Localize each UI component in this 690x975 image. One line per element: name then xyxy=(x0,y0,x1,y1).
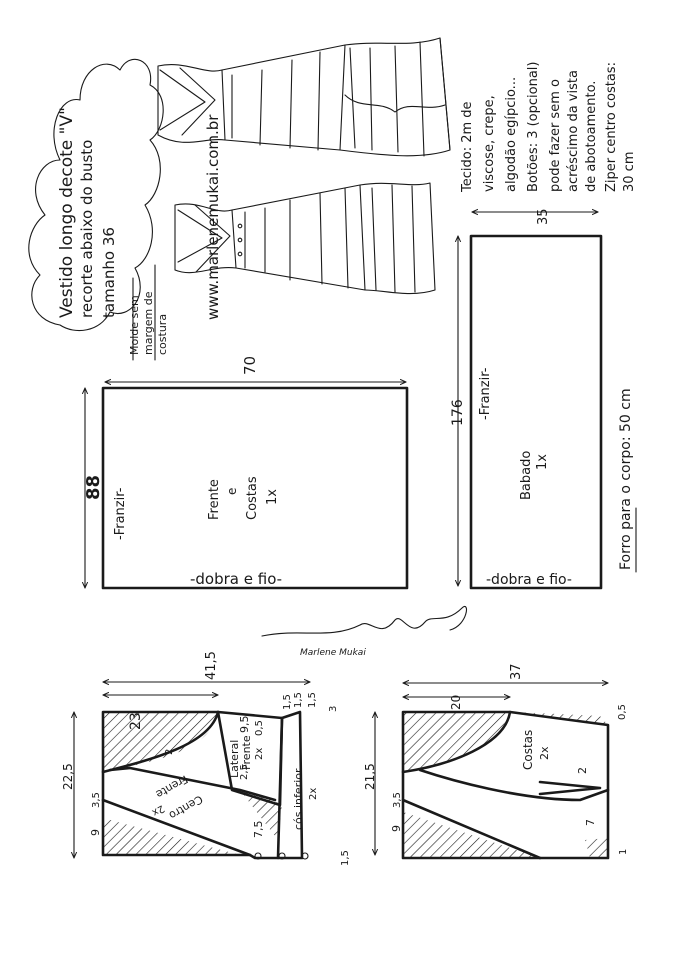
skirt-label-0: Frente xyxy=(207,479,222,520)
seam-note: Molde sem margem de costura xyxy=(128,291,169,355)
fb-dim-10: 2 xyxy=(164,749,175,755)
ruffle-rect xyxy=(469,234,603,590)
bb-dim-4: 3,5 xyxy=(392,792,403,808)
ruffle-label-1: 1x xyxy=(535,454,550,470)
fb-side-0: Lateral xyxy=(228,740,241,778)
materials-line-1: viscose, crepe, xyxy=(482,95,497,192)
bb-label-1: 2x xyxy=(538,746,551,760)
fb-dim-1: 41,5 xyxy=(204,651,219,680)
ruffle-panel: 35 176 -Franzir- Babado 1x -dobra e fio- xyxy=(450,208,603,590)
ruffle-width: 35 xyxy=(536,208,551,225)
bb-dim-3: 21,5 xyxy=(363,763,377,790)
fb-center-2: 2x xyxy=(150,802,166,818)
dress-sketch-back xyxy=(174,182,436,295)
bb-dim-8: 1 xyxy=(618,849,629,855)
seam-note-line1: Molde sem xyxy=(128,295,141,355)
skirt-gather: -Franzir- xyxy=(113,487,128,540)
fb-waist-1: 2x xyxy=(308,788,319,800)
skirt-width: 70 xyxy=(241,356,259,375)
bb-dim-7: 7 xyxy=(584,819,597,826)
lining-note: Forro para o corpo: 50 cm xyxy=(618,388,634,570)
fb-side-2: 2x xyxy=(254,748,265,760)
back-bodice: 20 37 0,5 21,5 3,5 9 2 7 1 Costas 2x xyxy=(363,663,629,860)
seam-note-line2: margem de xyxy=(142,291,155,355)
title-line3: tamanho 36 xyxy=(100,227,118,318)
fb-dim-9: 9 xyxy=(89,829,102,836)
materials-line-8: 30 cm xyxy=(622,152,637,193)
seam-note-bracket xyxy=(132,264,156,361)
ruffle-label-0: Babado xyxy=(519,451,534,500)
materials-line-0: Tecido: 2m de xyxy=(460,101,475,193)
bb-dim-0: 20 xyxy=(449,695,463,710)
materials-line-2: algodão egípcio... xyxy=(504,77,519,192)
bb-dim-2: 0,5 xyxy=(617,704,628,720)
fb-dim-11: 2,5 xyxy=(239,764,250,780)
materials-line-6: de abotoamento. xyxy=(584,81,599,192)
signature: Marlene Mukai xyxy=(261,605,468,658)
materials-line-5: acréscimo da vista xyxy=(566,70,581,192)
bb-label-0: Costas xyxy=(521,730,535,770)
skirt-label-2: Costas xyxy=(245,476,260,520)
skirt-label-1: e xyxy=(225,488,239,495)
ruffle-gather: -Franzir- xyxy=(478,367,493,420)
fb-dim-0: 23 xyxy=(128,712,144,730)
bb-dim-1: 37 xyxy=(509,663,524,680)
website-text: www.marlenemukai.com.br xyxy=(204,114,222,320)
skirt-height: 88 xyxy=(83,475,104,500)
skirt-rect xyxy=(101,386,409,590)
materials-line-3: Botões: 3 (opcional) xyxy=(526,62,541,193)
skirt-fold: -dobra e fio- xyxy=(190,570,282,588)
fb-dim-3: 1,5 xyxy=(282,694,293,710)
fb-dim-5: 1,5 xyxy=(307,692,318,708)
fb-dim-7: 22,5 xyxy=(61,763,75,790)
fb-side-1: Frente xyxy=(240,735,253,770)
title-line1: Vestido longo decote "V" xyxy=(57,107,77,318)
title-text: Vestido longo decote "V" recorte abaixo … xyxy=(57,107,118,318)
fb-waist-0: cós inferior xyxy=(292,768,305,830)
ruffle-fold: -dobra e fio- xyxy=(486,572,572,588)
materials-notes: Tecido: 2m de viscose, crepe, algodão eg… xyxy=(460,62,637,194)
fb-dim-12: 0,5 xyxy=(254,720,265,736)
fb-dim-2: 9,5 xyxy=(238,716,251,734)
skirt-label-3: 1x xyxy=(265,489,280,505)
bb-dim-6: 2 xyxy=(576,767,589,774)
title-cloud xyxy=(28,58,164,332)
fb-dim-13: 7,5 xyxy=(252,821,265,839)
seam-note-line3: costura xyxy=(156,314,169,355)
front-bodice: 23 41,5 9,5 1,5 1,5 1,5 3 22,5 3,5 9 2 2… xyxy=(61,651,351,866)
fb-dim-8: 3,5 xyxy=(91,792,102,808)
fb-center-0: Centro xyxy=(166,792,205,822)
dress-sketch-front xyxy=(157,37,451,157)
title-line2: recorte abaixo do busto xyxy=(78,140,96,318)
fb-dim-14: 1,5 xyxy=(340,850,351,866)
bb-dim-5: 9 xyxy=(390,825,403,832)
skirt-panel: 70 88 -Franzir- Frente e Costas 1x -dobr… xyxy=(83,356,409,590)
ruffle-height: 176 xyxy=(450,399,466,426)
materials-line-7: Ziper centro costas: xyxy=(604,62,619,192)
materials-line-4: pode fazer sem o xyxy=(548,79,563,192)
fb-dim-4: 1,5 xyxy=(293,692,304,708)
fb-dim-6: 3 xyxy=(328,706,339,712)
signature-text: Marlene Mukai xyxy=(300,648,366,658)
